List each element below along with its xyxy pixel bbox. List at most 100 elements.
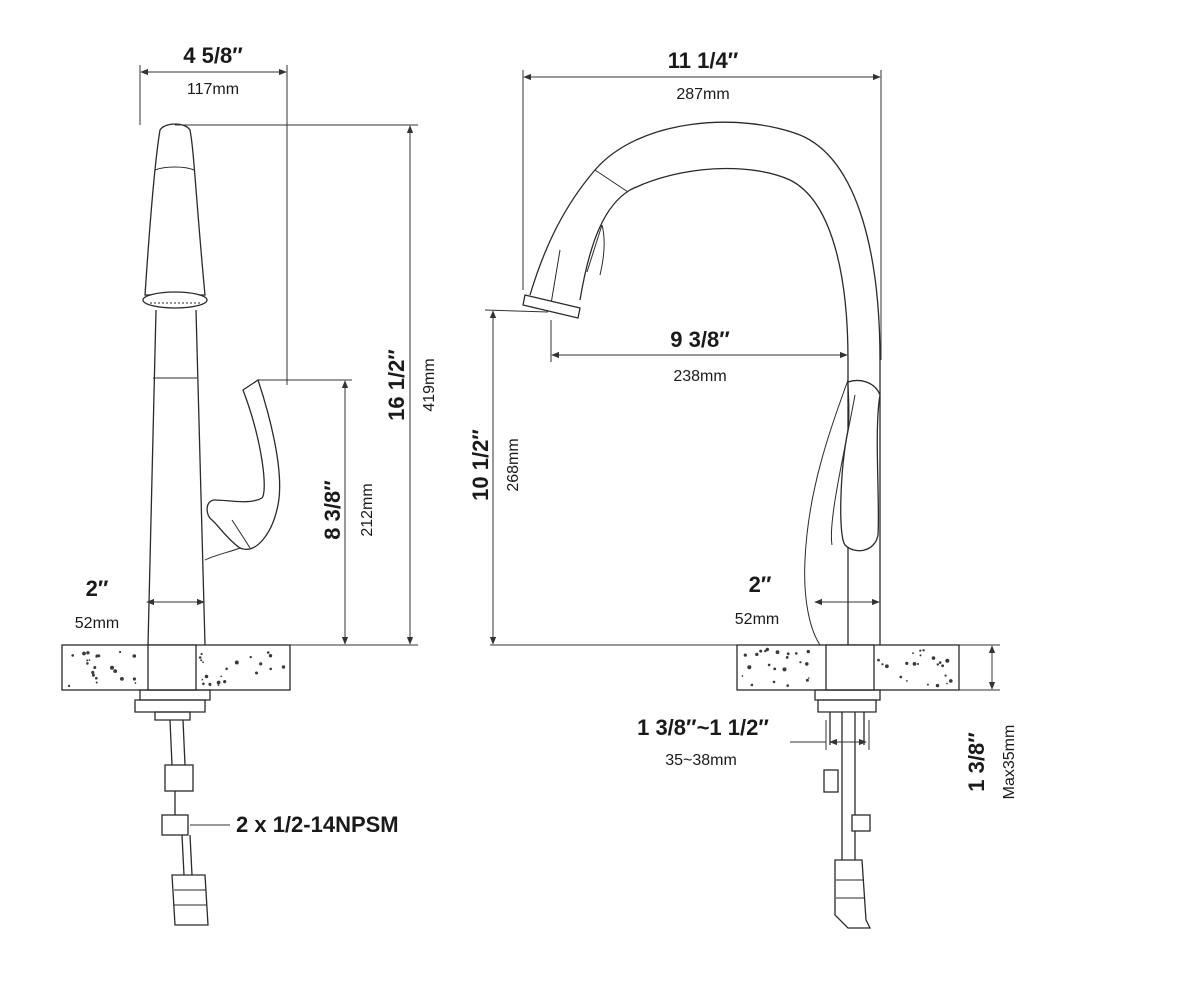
granite-speckle [88, 659, 91, 661]
hole-size-metric: 35~38mm [665, 752, 737, 769]
left-dimension-lines [139, 65, 418, 826]
granite-speckle [95, 676, 98, 680]
granite-speckle [93, 666, 97, 669]
granite-speckle [200, 659, 203, 662]
granite-speckle [772, 680, 776, 684]
countertop-section-icon [67, 650, 286, 688]
left-base-metric: 52mm [75, 615, 119, 632]
granite-speckle [216, 680, 221, 685]
granite-speckle [912, 662, 917, 666]
granite-speckle [86, 662, 89, 665]
granite-speckle [917, 663, 920, 665]
granite-speckle [225, 667, 228, 671]
left-width-metric: 117mm [187, 81, 239, 98]
granite-speckle [938, 661, 942, 664]
handle-height-imperial: 8 3/8″ [320, 480, 345, 540]
granite-speckle [259, 662, 263, 666]
left-height-imperial: 16 1/2″ [384, 349, 409, 421]
granite-speckle [935, 683, 940, 688]
countertop-section-icon [741, 647, 953, 688]
granite-speckle [919, 654, 922, 657]
right-base-imperial: 2″ [749, 572, 772, 597]
granite-speckle [198, 656, 202, 659]
granite-speckle [773, 667, 777, 671]
granite-speckle [95, 681, 98, 684]
granite-speckle [786, 684, 789, 687]
granite-speckle [799, 661, 802, 664]
left-height-metric: 419mm [421, 358, 438, 411]
granite-speckle [217, 684, 220, 686]
granite-speckle [202, 682, 205, 686]
granite-speckle [944, 674, 947, 677]
granite-speckle [767, 663, 771, 667]
granite-speckle [86, 659, 89, 662]
granite-speckle [750, 683, 754, 687]
granite-speckle [266, 651, 270, 654]
granite-speckle [281, 665, 286, 669]
granite-speckle [97, 654, 101, 658]
granite-speckle [795, 652, 798, 655]
granite-speckle [919, 649, 922, 652]
granite-speckle [905, 661, 909, 666]
granite-speckle [786, 652, 790, 656]
granite-speckle [741, 675, 744, 677]
granite-speckle [945, 658, 950, 663]
granite-speckle [899, 675, 903, 679]
granite-speckle [743, 653, 747, 657]
granite-speckle [208, 682, 212, 686]
granite-speckle [220, 675, 223, 678]
deck-thickness-metric: Max35mm [1001, 725, 1018, 800]
granite-speckle [120, 677, 124, 681]
granite-speckle [132, 677, 136, 681]
granite-speckle [82, 651, 86, 656]
granite-speckle [67, 684, 71, 688]
granite-speckle [202, 661, 205, 663]
granite-speckle [234, 660, 239, 665]
deck-thickness-imperial: 1 3/8″ [964, 732, 989, 792]
granite-speckle [95, 655, 98, 658]
granite-speckle [881, 663, 884, 666]
granite-speckle [808, 677, 810, 679]
granite-speckle [926, 683, 929, 686]
granite-speckle [759, 649, 763, 653]
granite-speckle [86, 651, 90, 655]
granite-speckle [906, 680, 908, 682]
granite-speckle [204, 674, 209, 679]
granite-speckle [936, 663, 939, 666]
granite-speckle [765, 647, 769, 652]
granite-speckle [782, 667, 787, 672]
granite-speckle [134, 682, 137, 684]
right-width-metric: 287mm [676, 86, 729, 103]
granite-speckle [785, 656, 789, 659]
connection-label: 2 x 1/2-14NPSM [236, 812, 399, 837]
granite-speckle [949, 679, 953, 683]
granite-speckle [255, 671, 258, 675]
granite-speckle [71, 654, 74, 657]
left-base-imperial: 2″ [86, 576, 109, 601]
granite-speckle [747, 665, 752, 670]
granite-speckle [223, 680, 227, 684]
granite-speckle [912, 652, 914, 655]
spout-height-metric: 268mm [505, 438, 522, 491]
hole-size-imperial: 1 3/8″~1 1/2″ [637, 715, 769, 740]
granite-speckle [764, 649, 767, 653]
granite-speckle [755, 652, 759, 657]
right-base-metric: 52mm [735, 611, 779, 628]
right-dimension-lines [484, 70, 1000, 750]
granite-speckle [110, 665, 114, 670]
granite-speckle [931, 656, 936, 660]
granite-speckle [91, 673, 95, 677]
faucet-side-view-icon [61, 123, 291, 926]
granite-speckle [200, 652, 203, 656]
granite-speckle [119, 650, 122, 654]
handle-height-metric: 212mm [359, 483, 376, 536]
granite-speckle [877, 658, 880, 662]
granite-speckle [268, 654, 273, 658]
granite-speckle [922, 649, 925, 652]
reach-metric: 238mm [673, 368, 726, 385]
granite-speckle [946, 682, 948, 685]
granite-speckle [805, 678, 809, 682]
granite-speckle [941, 664, 944, 668]
right-width-imperial: 11 1/4″ [668, 48, 739, 73]
